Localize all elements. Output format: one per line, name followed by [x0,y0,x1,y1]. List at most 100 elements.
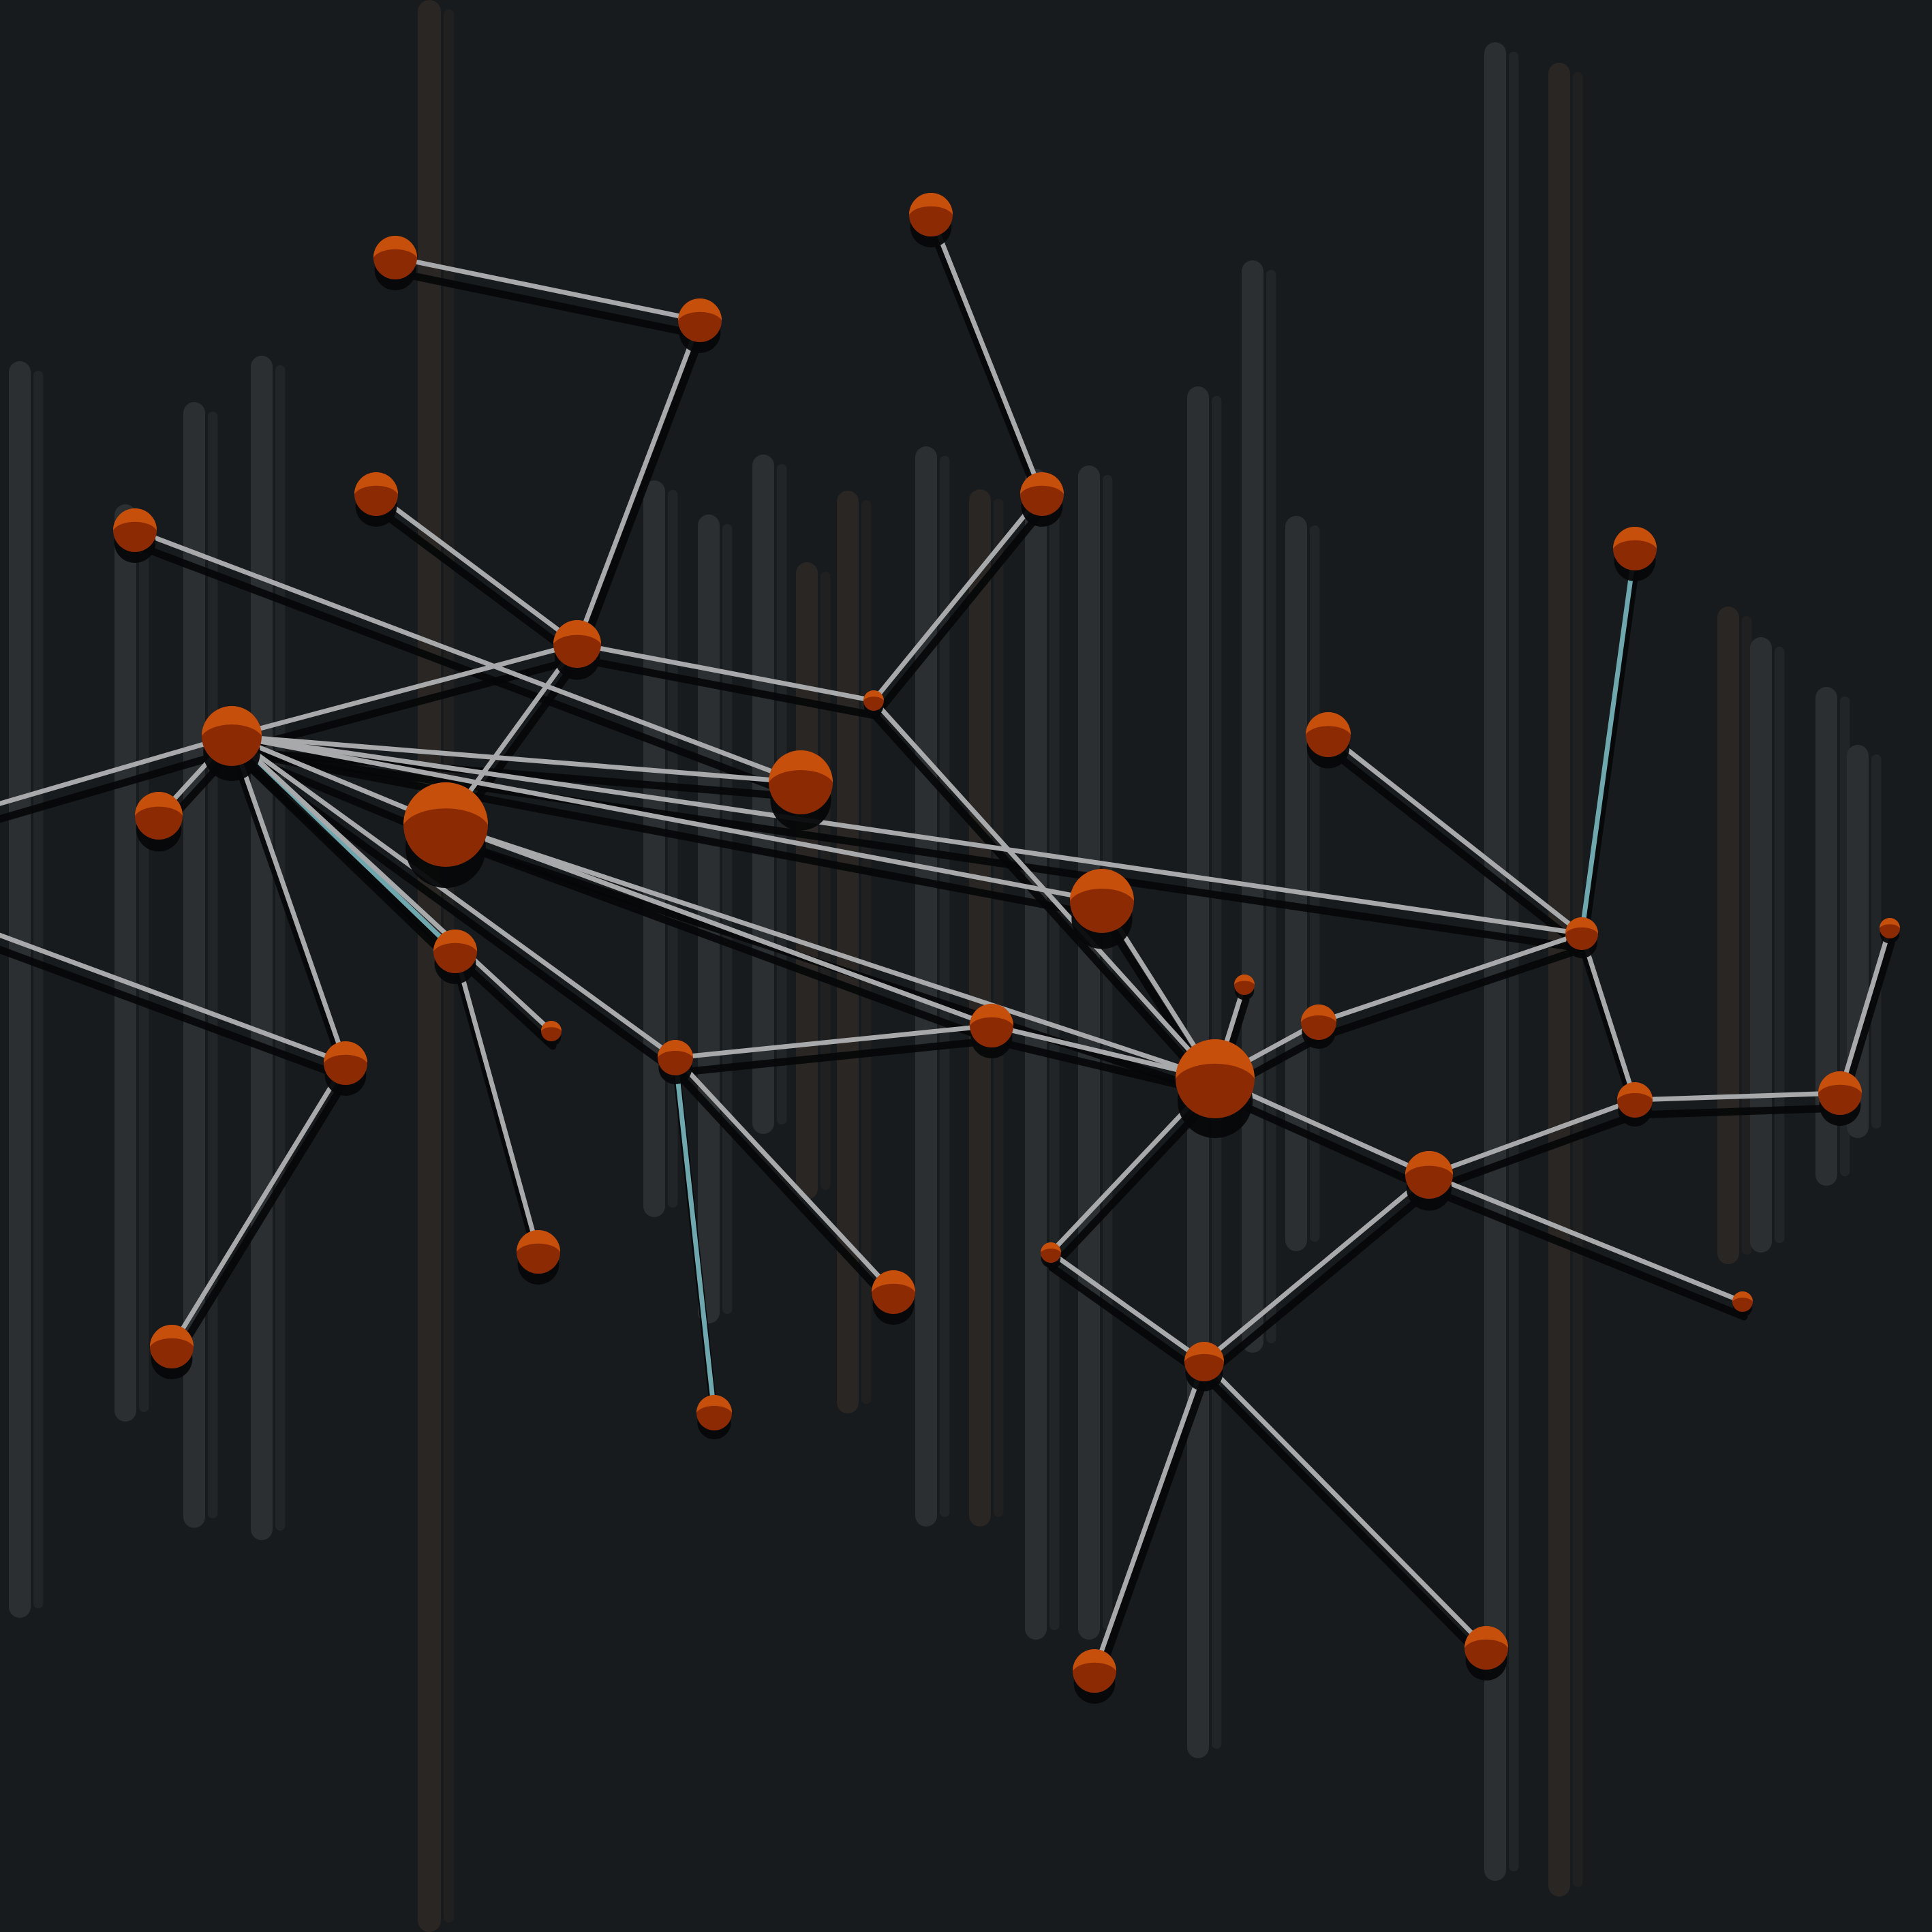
graph-edge [673,1023,994,1060]
graph-node [373,236,417,290]
background-bar-echo [275,365,286,1531]
edge-shadow [574,655,879,720]
background-bar-echo [1775,647,1785,1243]
background-bar [915,446,937,1527]
graph-edge [443,822,994,1028]
graph-node [1405,1151,1453,1211]
graph-edge [1092,1359,1207,1674]
node-highlight [202,706,262,736]
edge-shadow [1092,1373,1210,1690]
graph-node [1306,712,1351,769]
edge-shadow [1201,1373,1492,1667]
background-bar-echo [139,514,149,1412]
node-highlight [553,620,601,644]
background-bar [418,0,441,1932]
graph-edge [928,212,1045,497]
graph-edge [229,733,678,1060]
graph-node [541,1021,562,1047]
node-highlight [373,236,417,258]
background-bar-echo [940,456,950,1517]
edge-shadow [393,269,705,339]
edge-shadow [229,747,557,1050]
edge-shadow [673,1069,899,1311]
graph-edge [1325,732,1584,936]
node-highlight [1041,1242,1061,1253]
node-highlight [1306,712,1351,735]
graph-edge [1426,1097,1638,1178]
graph-node [1613,527,1657,581]
node-highlight [1818,1071,1862,1093]
edge-shadow [1579,559,1640,953]
graph-node [1617,1082,1653,1127]
edge-shadow [574,331,705,663]
node-highlight [433,930,477,951]
graph-node [658,1040,693,1085]
node-highlight [1405,1151,1453,1175]
graph-node [1565,917,1598,958]
node-highlight [769,750,833,782]
graph-node [1465,1626,1508,1681]
node-highlight [1184,1342,1224,1362]
graph-edge [1837,925,1892,1096]
edge-shadow [871,505,1047,720]
graph-node [1020,472,1064,527]
node-highlight [1613,527,1657,549]
graph-node [1234,975,1255,1000]
node-highlight [354,472,398,494]
graph-edge [373,491,580,647]
graph-node [1176,1039,1255,1138]
graph-node [909,193,953,247]
edge-shadow [169,1074,351,1366]
background-bar [114,504,136,1422]
graph-node [1184,1342,1224,1392]
node-highlight [696,1395,732,1413]
graph-node [517,1230,560,1285]
graph-edge [1579,931,1638,1103]
background-bar [1750,637,1772,1253]
graph-node [696,1395,732,1439]
graph-node [1818,1071,1862,1126]
edge-shadow [453,962,544,1271]
graph-edge [1426,1172,1745,1304]
background-bar-echo [1871,754,1882,1129]
edge-shadow [1426,1111,1640,1194]
node-highlight [324,1041,367,1063]
background-bar [643,480,665,1217]
graph-edge [673,1055,717,1415]
graph-node [1301,1005,1336,1049]
background-bar-echo [1509,52,1519,1871]
edge-shadow [229,747,1587,953]
graph-node [113,508,157,563]
background-bar-echo [1573,72,1583,1887]
node-highlight [1301,1005,1336,1022]
edge-shadow [229,747,1107,920]
edge-shadow [1201,1186,1435,1381]
node-highlight [1880,918,1900,928]
graph-edge [871,491,1045,703]
graph-edge [0,733,234,806]
node-highlight [517,1230,560,1252]
edge-shadow [1632,1104,1845,1119]
edge-shadow [229,747,806,801]
node-highlight [1176,1039,1255,1079]
graph-node [433,930,477,984]
node-highlight [909,193,953,215]
edge-shadows [0,226,1895,1690]
node-highlight [1073,1649,1116,1671]
node-highlight [1732,1291,1753,1302]
graph-edge [229,733,1105,904]
edge-shadow [229,747,351,1082]
graph-node [1880,918,1900,944]
node-highlight [1020,472,1064,494]
background-bar [796,562,818,1199]
graph-node [769,750,833,831]
graph-edge [574,318,703,647]
graph-node [324,1041,367,1096]
graph-node [970,1004,1013,1058]
background-bar-echo [1310,525,1320,1242]
node-highlight [403,782,488,825]
background-bar [183,402,205,1528]
edge-shadow [1316,945,1587,1041]
graph-node [678,298,722,353]
